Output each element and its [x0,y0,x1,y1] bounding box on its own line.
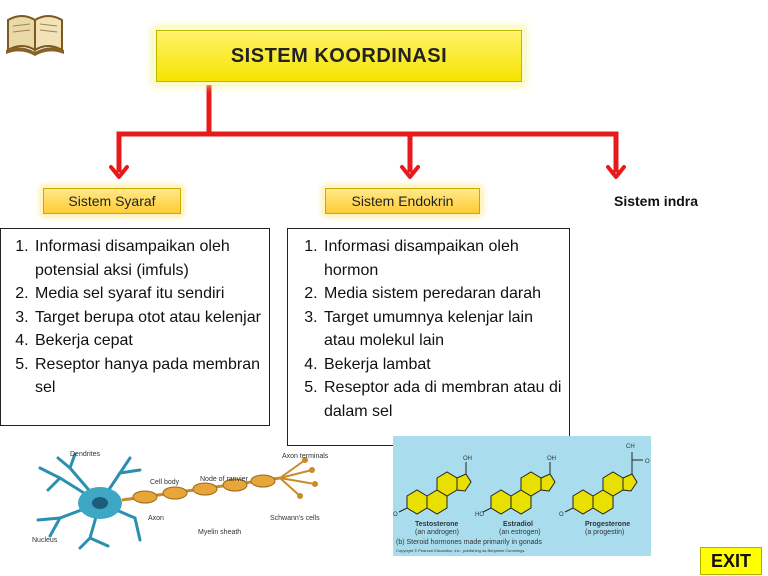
label-axon-terminals: Axon terminals [282,453,329,460]
label-nucleus: Nucleus [32,537,58,544]
list-item: Informasi disampaikan oleh potensial aks… [33,235,265,282]
list-item: Informasi disampaikan oleh hormon [322,235,565,282]
list-item: Media sel syaraf itu sendiri [33,282,265,306]
label-progesterone: Progesterone [585,521,630,528]
list-item: Target umumnya kelenjar lain atau moleku… [322,306,565,353]
category-sistem-syaraf: Sistem Syaraf [43,188,181,214]
list-item: Media sistem peredaran darah [322,282,565,306]
label-estradiol: Estradiol [503,521,533,528]
arrowhead-indra [606,165,626,179]
list-item: Target berupa otot atau kelenjar [33,306,265,330]
arrowhead-syaraf [109,165,129,179]
svg-text:O: O [559,512,564,518]
title-box: SISTEM KOORDINASI [156,30,522,82]
endokrin-list-box: Informasi disampaikan oleh hormon Media … [287,228,570,446]
svg-text:HO: HO [475,512,484,518]
hormone-copyright: Copyright © Pearson Education, Inc., pub… [396,548,525,553]
label-cell-body: Cell body [150,479,180,486]
neuron-illustration: Dendrites Cell body Node of ranvier Axon… [32,451,329,550]
category-sistem-endokrin: Sistem Endokrin [325,188,480,214]
label-axon: Axon [148,515,164,522]
label-progesterone-sub: (a progestin) [585,529,624,536]
list-item: Bekerja lambat [322,353,565,377]
label-myelin-sheath: Myelin sheath [198,529,241,536]
label-node-of-ranvier: Node of ranvier [200,476,249,483]
syaraf-list-box: Informasi disampaikan oleh potensial aks… [0,228,270,426]
hormone-caption: (b) Steroid hormones made primarily in g… [396,539,542,546]
open-book-icon [6,15,64,56]
label-testosterone-sub: (an androgen) [415,529,459,536]
label-schwann-cells: Schwann's cells [270,515,320,522]
category-sistem-indra: Sistem indra [614,193,699,209]
label-dendrites: Dendrites [70,451,100,458]
svg-text:O: O [393,512,398,518]
exit-button[interactable]: EXIT [700,547,762,575]
arrowhead-endokrin [400,165,420,179]
svg-text:OH: OH [463,456,472,462]
label-testosterone: Testosterone [415,521,459,528]
list-item: Bekerja cepat [33,329,265,353]
svg-text:O: O [645,459,650,465]
svg-text:OH: OH [547,456,556,462]
label-estradiol-sub: (an estrogen) [499,529,541,536]
list-item: Reseptor hanya pada membran sel [33,353,265,400]
svg-text:CH: CH [626,444,635,450]
list-item: Reseptor ada di membran atau di dalam se… [322,376,565,423]
steroid-hormones-illustration: OH OH CH O O HO O Testosterone (an androgen)… [393,436,651,556]
